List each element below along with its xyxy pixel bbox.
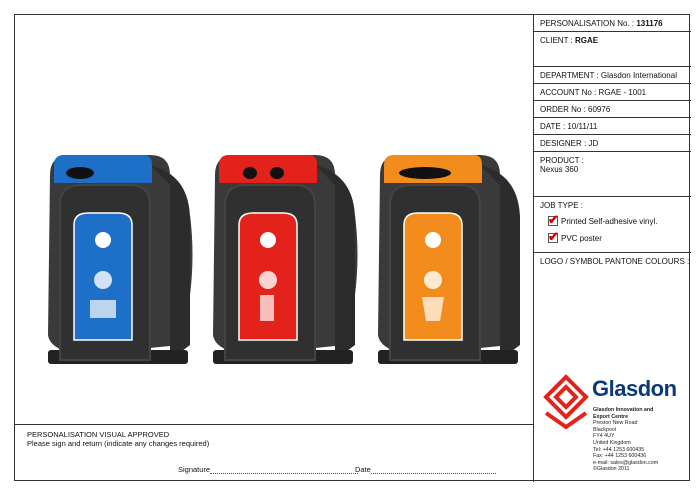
account-value: RGAE - 1001 <box>598 88 647 97</box>
glasdon-logo-block: Glasdon Glasdon Innovation and Export Ce… <box>542 373 692 478</box>
order-value: 60976 <box>588 105 611 114</box>
product-row: PRODUCT : Nexus 360 <box>534 152 691 197</box>
product-value: Nexus 360 <box>540 165 579 174</box>
job-info-column: PERSONALISATION No. : 131176 CLIENT : RG… <box>533 15 691 482</box>
approval-strip: PERSONALISATION VISUAL APPROVED Please s… <box>15 424 533 482</box>
approval-title: PERSONALISATION VISUAL APPROVED <box>27 430 170 439</box>
date-value: 10/11/11 <box>567 122 598 131</box>
job-option-pvc[interactable]: ✔ PVC poster <box>548 229 602 244</box>
blue-bin <box>48 155 193 364</box>
personalisation-row: PERSONALISATION No. : 131176 <box>534 15 691 32</box>
job-type-row: JOB TYPE : <box>534 197 691 253</box>
date-label: Date <box>355 465 371 474</box>
date-row: DATE : 10/11/11 <box>534 118 691 135</box>
vinyl-checkbox[interactable]: ✔ <box>548 212 559 227</box>
orange-bin <box>378 155 520 364</box>
date-line[interactable] <box>370 467 496 474</box>
department-value: Glasdon International <box>600 71 677 80</box>
job-sheet: PERSONALISATION VISUAL APPROVED Please s… <box>14 14 691 482</box>
bins-illustration <box>48 155 520 364</box>
client-row: CLIENT : RGAE <box>534 32 691 67</box>
check-icon: ✔ <box>548 229 559 244</box>
glasdon-brand: Glasdon <box>592 376 677 401</box>
job-option-vinyl[interactable]: ✔ Printed Self-adhesive vinyl. <box>548 212 658 227</box>
designer-value: JD <box>588 139 599 148</box>
signature-label: Signature <box>178 465 211 474</box>
logo-colours-row: LOGO / SYMBOL PANTONE COLOURS : <box>540 257 690 266</box>
account-row: ACCOUNT No : RGAE - 1001 <box>534 84 691 101</box>
pvc-checkbox[interactable]: ✔ <box>548 229 559 244</box>
date-field[interactable]: Date <box>355 465 496 474</box>
signature-field[interactable]: Signature <box>178 465 359 474</box>
order-row: ORDER No : 60976 <box>534 101 691 118</box>
department-row: DEPARTMENT : Glasdon International <box>534 67 691 84</box>
personalisation-number: 131176 <box>636 19 663 28</box>
company-address: Glasdon Innovation and Export Centre Pre… <box>593 407 659 473</box>
signature-line[interactable] <box>210 467 359 474</box>
designer-row: DESIGNER : JD <box>534 135 691 152</box>
check-icon: ✔ <box>548 212 559 227</box>
client-value: RGAE <box>574 36 599 45</box>
red-bin <box>213 155 358 364</box>
product-visual-area <box>15 15 533 424</box>
approval-instructions: Please sign and return (indicate any cha… <box>27 439 210 448</box>
glasdon-logo-icon <box>543 374 589 429</box>
